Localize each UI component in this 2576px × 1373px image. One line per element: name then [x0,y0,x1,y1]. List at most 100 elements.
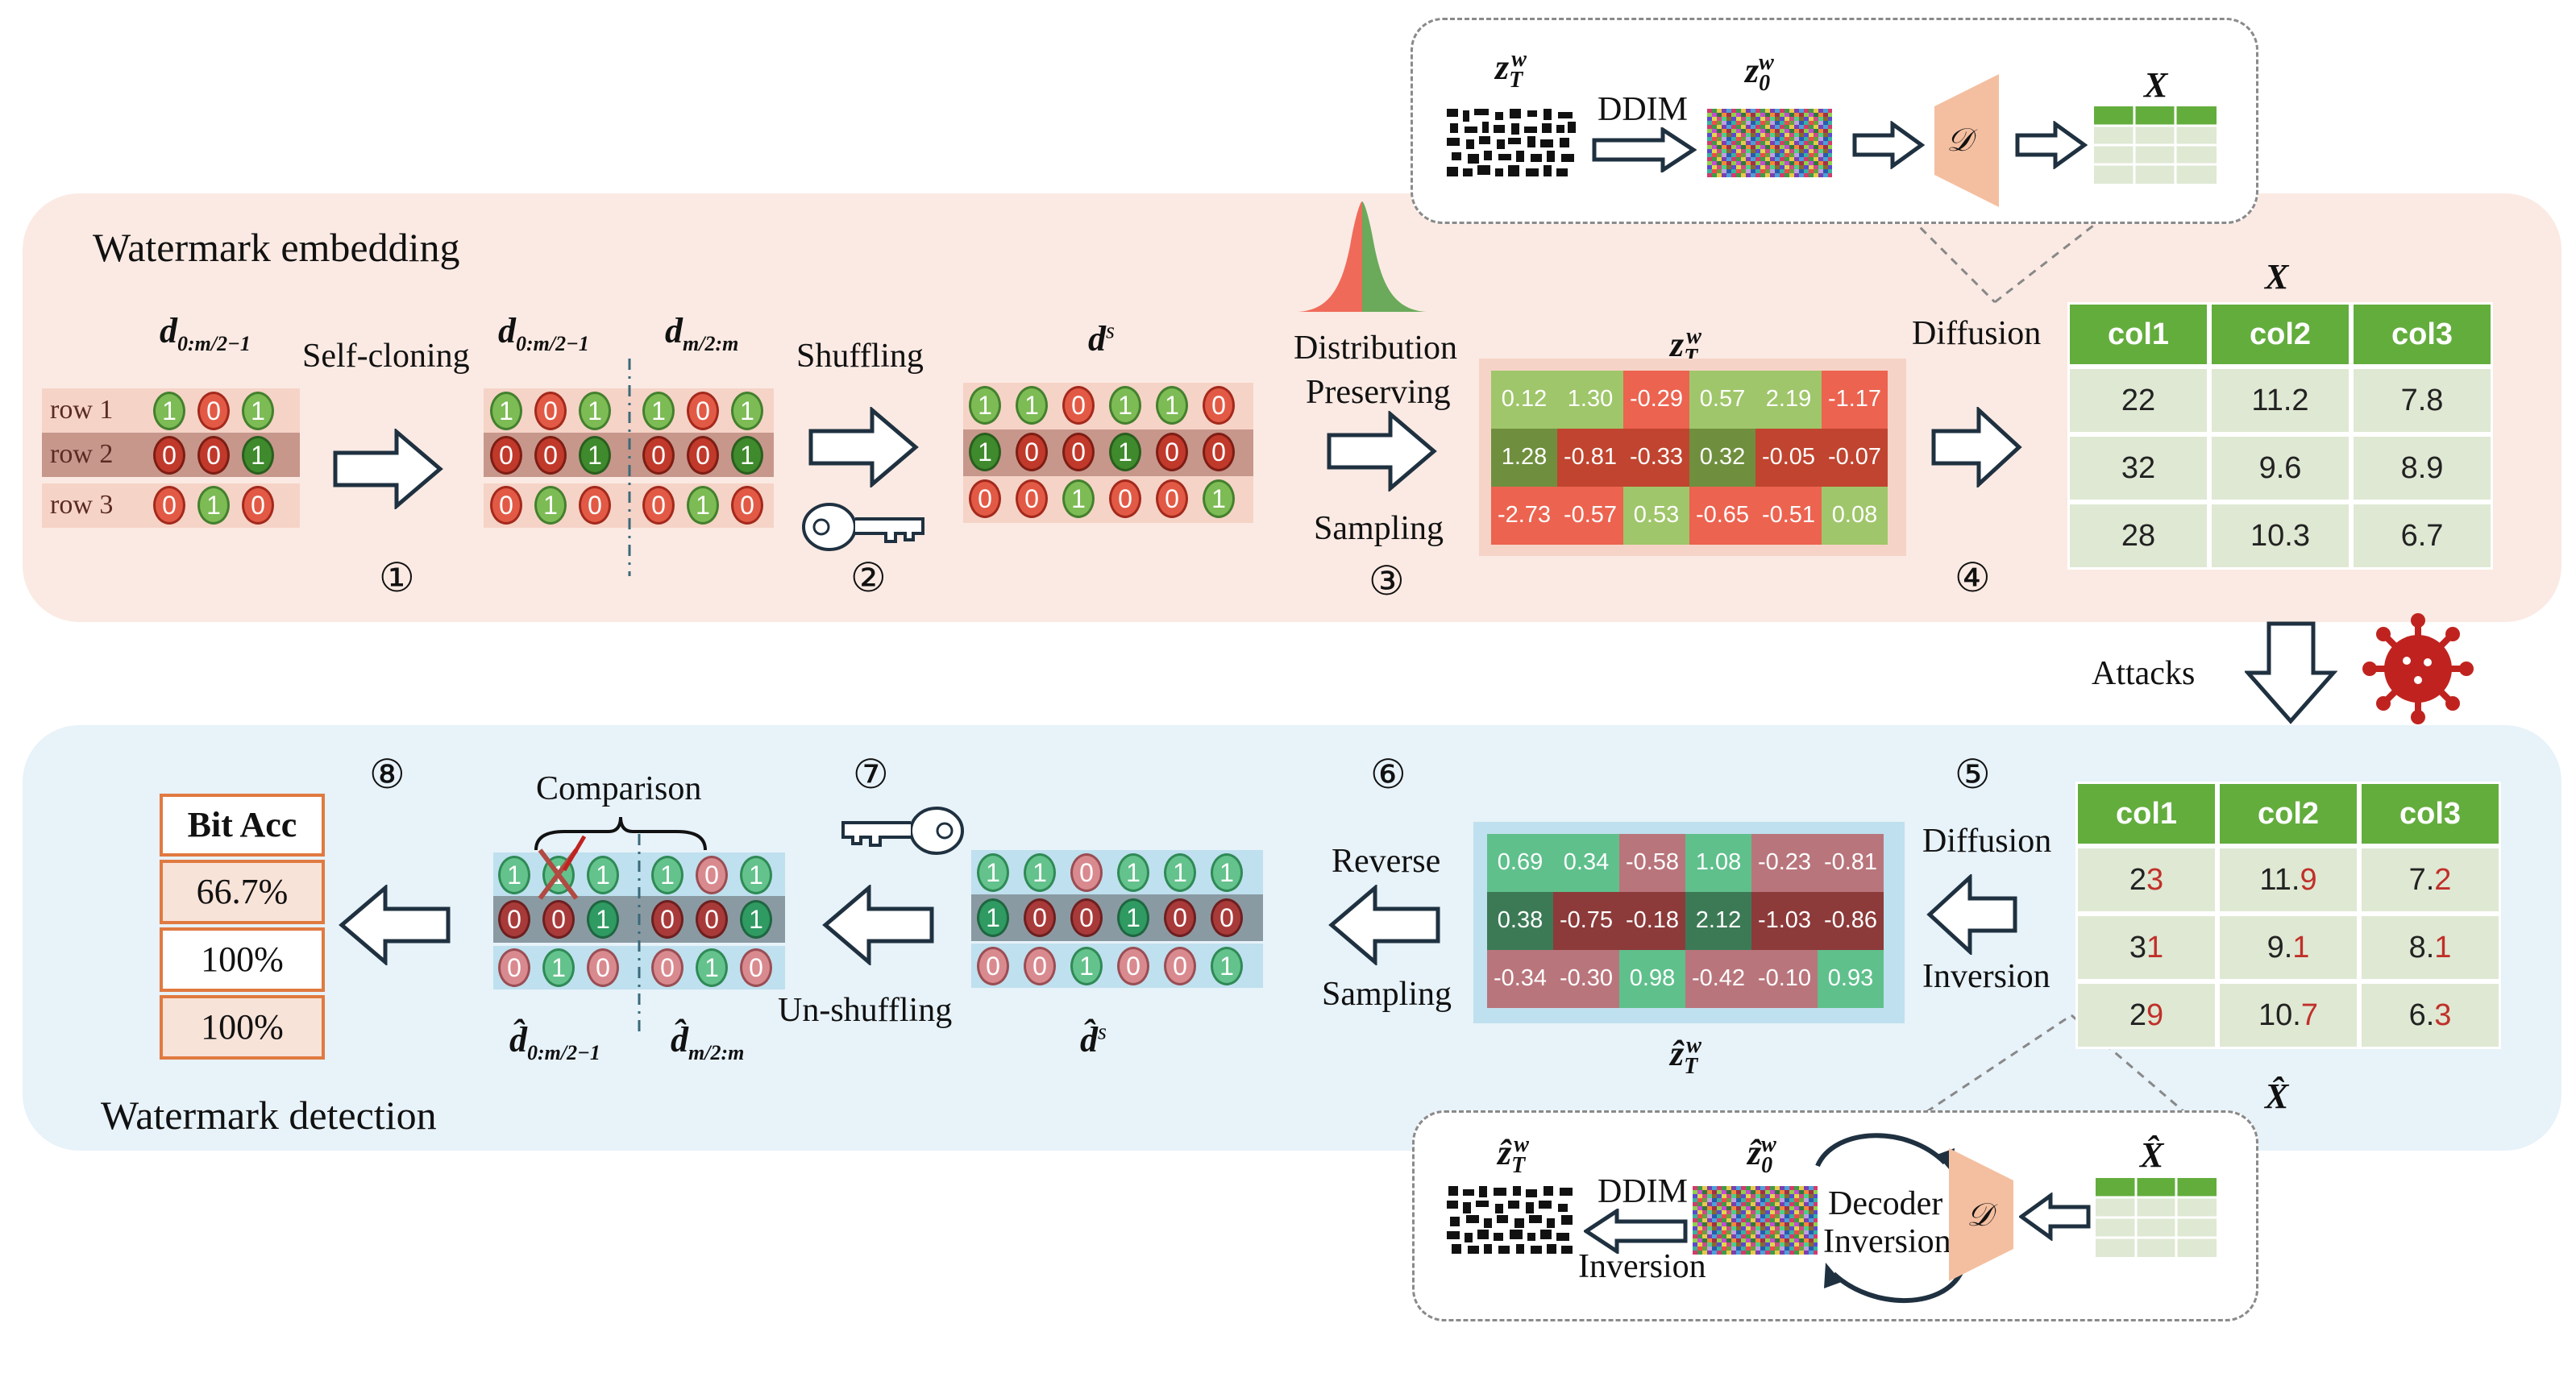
cloned-bit: 0 [731,486,763,525]
attacked-table-cell: 11.9 [2217,846,2359,914]
cloned-bit: 0 [490,486,522,525]
detected-bit: 0 [696,856,728,894]
cloned-bit: 0 [642,486,675,525]
row-3-label: row 3 [50,490,114,520]
noise-qr-bottom [1447,1186,1576,1255]
detected-bit: 0 [651,948,683,987]
clean-table-cell: 6.7 [2351,502,2493,570]
attacked-table-cell: 31 [2075,914,2217,981]
bit: 0 [242,486,274,525]
bit: 1 [242,436,274,475]
attacked-table-cell: 9.1 [2217,914,2359,981]
detected-bit: 1 [542,948,575,987]
arrow-from-table-bottom [2019,1193,2091,1241]
bit-acc-row3: 100% [160,995,325,1060]
distribution-label: Distribution [1294,330,1458,367]
detected-bit: 0 [498,948,530,987]
ddim-inversion-arrow [1584,1209,1688,1254]
decoder-top [1934,74,1999,207]
detected-shuffled-bit: 1 [977,853,1009,892]
bit: 0 [153,436,185,475]
attacked-table-cell: 10.7 [2217,981,2359,1049]
bit: 1 [197,486,230,525]
cloned-bit: 0 [687,392,719,430]
detected-shuffled-bit: 0 [977,947,1009,985]
arrow-to-decoder-top [1852,121,1925,169]
latent-cell: -0.29 [1623,371,1689,429]
cell-attacked-digit: 2 [2434,863,2452,897]
shuffled-bit: 1 [1109,433,1141,471]
latent-hat-cell: -0.81 [1818,834,1884,892]
latent-hat-cell: -0.10 [1751,950,1818,1008]
decoder-inversion-label: Inversion [1823,1223,1951,1260]
clean-table-cell: 9.6 [2209,434,2351,502]
d-hat-s-label: d̂s [1080,1019,1107,1060]
attacked-table-cell: 6.3 [2359,981,2501,1049]
latent-cell: -0.51 [1755,487,1822,545]
attack-arrow [2245,621,2337,724]
latent-cell: -0.65 [1689,487,1755,545]
bit: 0 [197,392,230,430]
detected-shuffled-bit: 1 [1117,853,1149,892]
cell-unchanged-part: 3 [2129,931,2146,964]
step-5: ⑤ [1955,751,1991,798]
clean-table-header: col2 [2209,302,2351,367]
step-6: ⑥ [1370,751,1406,798]
detected-shuffled-bit: 1 [1024,853,1056,892]
latent-cell: -0.05 [1755,429,1822,487]
diffusion-arrow [1931,407,2022,487]
shuffled-bit: 0 [1156,433,1188,471]
step-3: ③ [1369,558,1405,604]
latent-hat-cell: 1.08 [1685,834,1751,892]
cell-attacked-digit: 3 [2146,863,2164,897]
d-first-half-label: d0:m/2−1 [160,311,251,355]
latent-hat-cell: -0.58 [1619,834,1685,892]
latent-hat-cell: 0.93 [1818,950,1884,1008]
cloned-bit: 1 [731,392,763,430]
X-label-inset: X [2144,65,2168,105]
d-hat-second-label: d̂m/2:m [671,1020,745,1064]
key-icon-bottom [841,807,964,855]
clean-table-cell: 11.2 [2209,367,2351,434]
cloned-bit: 1 [731,436,763,475]
cell-unchanged-part: 7. [2408,863,2435,897]
X-hat-label: X̂ [2265,1076,2289,1116]
attacked-table-header: col1 [2075,782,2217,846]
cloned-bit: 1 [642,392,675,430]
detected-shuffled-bit: 0 [1117,947,1149,985]
detected-shuffled-bit: 0 [1070,898,1103,937]
cell-attacked-digit: 9 [2300,863,2317,897]
latent-hat-cell: 2.12 [1685,892,1751,950]
cell-unchanged-part: 2 [2129,863,2146,897]
shuffled-bit: 0 [969,479,1001,518]
cell-attacked-digit: 3 [2434,998,2452,1032]
arrow-to-table-top [2015,121,2088,169]
decoder-bottom [1949,1148,2013,1281]
detection-title: Watermark detection [101,1093,437,1138]
detected-bit: 1 [651,856,683,894]
detected-bit: 1 [740,856,772,894]
latent-cell: -0.81 [1557,429,1623,487]
bit-acc-header: Bit Acc [160,794,325,857]
latent-cell: 0.57 [1689,371,1755,429]
reverse-sampling-label: Sampling [1322,976,1452,1013]
latent-hat-cell: -1.03 [1751,892,1818,950]
clean-table-cell: 7.8 [2351,367,2493,434]
detected-shuffled-bit: 1 [1164,853,1196,892]
cloned-bit: 0 [534,392,567,430]
attacked-table-header: col2 [2217,782,2359,846]
mini-table-top [2094,106,2217,184]
detected-bit: 1 [587,900,619,939]
latent-hat-cell: -0.34 [1487,950,1553,1008]
clean-table-header: col3 [2351,302,2493,367]
latent-hat-cell: 0.69 [1487,834,1553,892]
detected-shuffled-bit: 1 [1211,947,1243,985]
latent-cell: -0.07 [1822,429,1888,487]
cell-unchanged-part: 2 [2129,998,2146,1032]
shuffled-bit: 1 [1016,386,1048,425]
latent-cell: -0.57 [1557,487,1623,545]
X-hat-inset-label: X̂ [2140,1135,2164,1175]
self-cloning-arrow [333,429,443,509]
embedding-title: Watermark embedding [93,225,460,270]
ddim-label-top: DDIM [1598,91,1688,128]
